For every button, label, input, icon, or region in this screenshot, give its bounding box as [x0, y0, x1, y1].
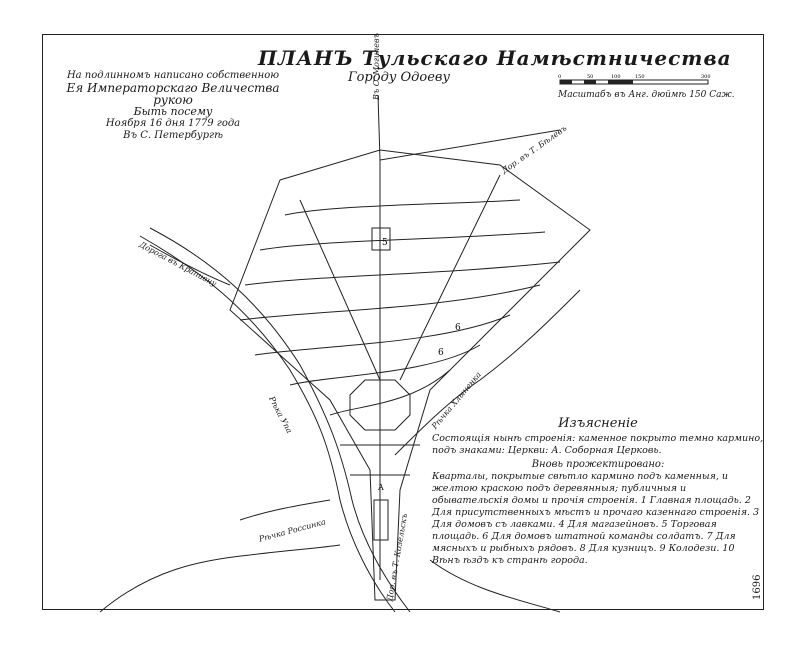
scale-tick-label: 100 — [611, 74, 621, 80]
legend-projected-heading: Вновь прожектировано: — [531, 459, 665, 470]
approval-line: Ноября 16 дня 1779 года — [105, 118, 241, 129]
scale-bar: 0 50 100 150 300 — [558, 74, 711, 85]
block-label: 6 — [455, 323, 461, 333]
approval-line: Ея Императорскаго Величества рукою — [66, 81, 280, 107]
legend-existing: Состоящія нынѣ строенія: каменное покрыт… — [432, 433, 764, 456]
scale-tick-label: 150 — [635, 74, 645, 80]
marker-label: A — [377, 483, 384, 492]
scale-tick-label: 300 — [701, 74, 711, 80]
legend-projected: Кварталы, покрытые свѣтло кармино подъ к… — [432, 471, 760, 566]
approval-line: Въ С. Петербургѣ — [123, 130, 223, 141]
central-square — [349, 379, 411, 431]
river-rossinka — [239, 499, 331, 521]
legend: Изъясненіе Состоящія нынѣ строенія: каме… — [432, 416, 764, 569]
river-rossinka-lower — [99, 544, 341, 613]
scale-tick-label: 50 — [587, 74, 593, 80]
market-square — [371, 227, 391, 251]
town-boundary — [229, 149, 591, 601]
block-label: 6 — [438, 348, 444, 358]
road-east — [379, 129, 561, 161]
river-upa-bank — [149, 227, 411, 613]
sheet-number: 1696 — [752, 574, 763, 600]
road-north — [377, 94, 381, 161]
scale-label: Масштабъ въ Анг. дюймѣ 150 Саж. — [558, 90, 735, 100]
block-label: 5 — [382, 238, 388, 248]
river-upa — [139, 235, 396, 613]
label-road-north: Въ С. Могилевъ — [372, 33, 381, 100]
approval-line: На подлинномъ написано собственною — [66, 70, 280, 81]
cathedral-block — [373, 499, 389, 541]
legend-heading: Изъясненіе — [558, 416, 638, 431]
map-subtitle: Городу Одоеву — [348, 70, 451, 85]
map-title: ПЛАНЪ Тульскаго Намѣстничества — [258, 46, 732, 70]
scale-tick-label: 0 — [558, 74, 561, 80]
map-frame — [42, 34, 764, 610]
river-khlamenka — [394, 289, 581, 456]
road-west — [149, 244, 231, 286]
approval-inscription: На подлинномъ написано собственною Ея Им… — [58, 70, 288, 142]
approval-line: Быть посему — [133, 105, 213, 118]
river-east — [429, 559, 561, 613]
